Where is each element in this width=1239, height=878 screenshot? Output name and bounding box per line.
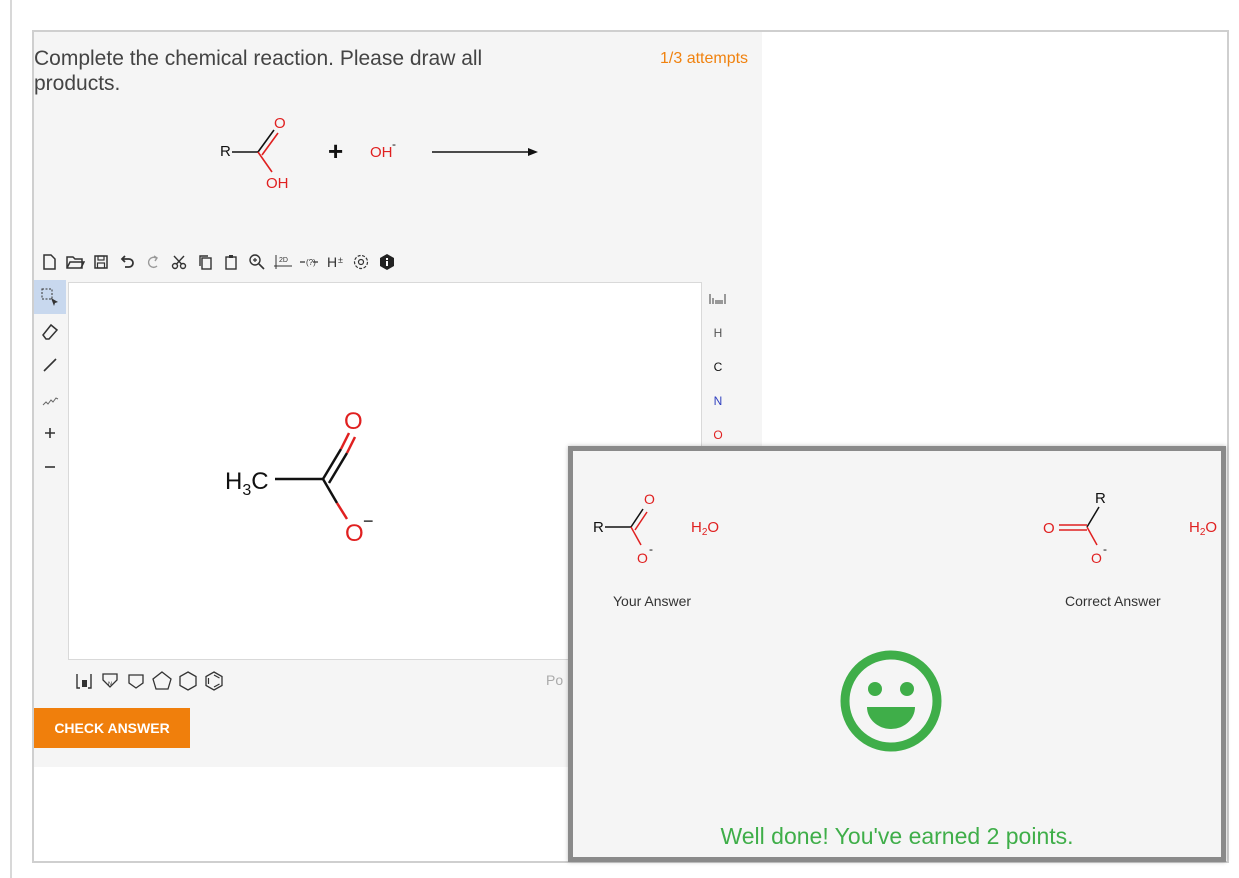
- correct-charge-label: -: [1103, 542, 1107, 556]
- your-water: H2O: [691, 519, 719, 538]
- functional-group-icon[interactable]: N: [98, 669, 122, 693]
- select-icon[interactable]: [34, 280, 66, 314]
- zoom-icon[interactable]: [245, 250, 269, 274]
- editor-right-toolbar: H C N O: [704, 282, 732, 452]
- success-message: Well done! You've earned 2 points.: [720, 823, 1074, 849]
- template-library-icon[interactable]: [72, 669, 96, 693]
- your-answer-structure: R O O - H2O: [593, 491, 719, 566]
- reactant-o-label: O: [274, 115, 286, 132]
- editor-bottom-toolbar: N: [72, 668, 228, 694]
- open-icon[interactable]: [63, 250, 87, 274]
- element-n-button[interactable]: N: [713, 394, 723, 408]
- correct-answer-structure: R O O - H2O: [1043, 490, 1217, 566]
- carboxylate-o-label: O: [345, 520, 364, 547]
- chain-icon[interactable]: [34, 382, 66, 416]
- correct-o-bottom-label: O: [1091, 550, 1102, 566]
- element-c-button[interactable]: C: [713, 360, 723, 374]
- your-answer-label: Your Answer: [613, 593, 692, 609]
- svg-text:±: ±: [338, 255, 343, 265]
- reaction-plus: +: [328, 136, 343, 166]
- powered-by-text: Po: [546, 672, 564, 688]
- correct-water: H2O: [1189, 519, 1217, 538]
- info-icon[interactable]: [375, 250, 399, 274]
- result-panel: R O O - H2O Your Answer R O O - H2O Corr…: [568, 446, 1226, 862]
- question-text: Complete the chemical reaction. Please d…: [34, 47, 483, 95]
- settings-icon[interactable]: [349, 250, 373, 274]
- cyclopentane-icon[interactable]: [150, 669, 174, 693]
- carboxylate-charge: −: [363, 511, 374, 531]
- svg-text:(?): (?): [306, 258, 316, 267]
- undo-icon[interactable]: [115, 250, 139, 274]
- your-charge-label: -: [649, 542, 653, 556]
- bond-icon[interactable]: [34, 348, 66, 382]
- benzene-icon[interactable]: [202, 669, 226, 693]
- save-icon[interactable]: [89, 250, 113, 274]
- hydroxide-charge: -: [392, 137, 396, 151]
- charge-minus-icon[interactable]: [34, 450, 66, 484]
- element-h-button[interactable]: H: [713, 326, 723, 340]
- paste-icon[interactable]: [219, 250, 243, 274]
- cyclohexane-icon[interactable]: [176, 669, 200, 693]
- cut-icon[interactable]: [167, 250, 191, 274]
- carbonyl-o-label: O: [344, 408, 363, 435]
- new-file-icon[interactable]: [37, 250, 61, 274]
- hydrogen-icon[interactable]: H±: [323, 250, 347, 274]
- eraser-icon[interactable]: [34, 314, 66, 348]
- check-icon[interactable]: (?): [297, 250, 321, 274]
- correct-o-label: O: [1043, 520, 1055, 537]
- redo-icon[interactable]: [141, 250, 165, 274]
- hydroxide-label: OH: [370, 144, 393, 161]
- attempts-counter: 1/3 attempts: [660, 50, 749, 67]
- element-o-button[interactable]: O: [713, 428, 723, 442]
- svg-text:N: N: [108, 682, 112, 688]
- charge-plus-icon[interactable]: [34, 416, 66, 450]
- editor-left-toolbar: [34, 280, 66, 484]
- copy-icon[interactable]: [193, 250, 217, 274]
- reactant-r-label: R: [220, 143, 231, 160]
- periodic-table-icon[interactable]: [704, 282, 732, 316]
- cyclopropane-icon[interactable]: [124, 669, 148, 693]
- smiley-icon: [840, 650, 942, 752]
- correct-r-label: R: [1095, 490, 1106, 507]
- editor-top-toolbar: 2D (?) H±: [37, 250, 401, 274]
- your-r-label: R: [593, 519, 604, 536]
- page-left-border: [10, 0, 12, 878]
- correct-answer-label: Correct Answer: [1065, 593, 1161, 609]
- drawn-molecule: H3C O O −: [225, 408, 374, 547]
- reaction-scheme: R O OH + OH -: [220, 115, 538, 192]
- your-o-label: O: [644, 491, 655, 507]
- h3c-label: H3C: [225, 468, 269, 499]
- your-o-bottom-label: O: [637, 550, 648, 566]
- svg-text:H: H: [327, 254, 337, 270]
- reactant-oh-label: OH: [266, 175, 289, 192]
- layout-2d-icon[interactable]: 2D: [271, 250, 295, 274]
- check-answer-button[interactable]: CHECK ANSWER: [34, 708, 190, 748]
- svg-text:2D: 2D: [279, 257, 288, 264]
